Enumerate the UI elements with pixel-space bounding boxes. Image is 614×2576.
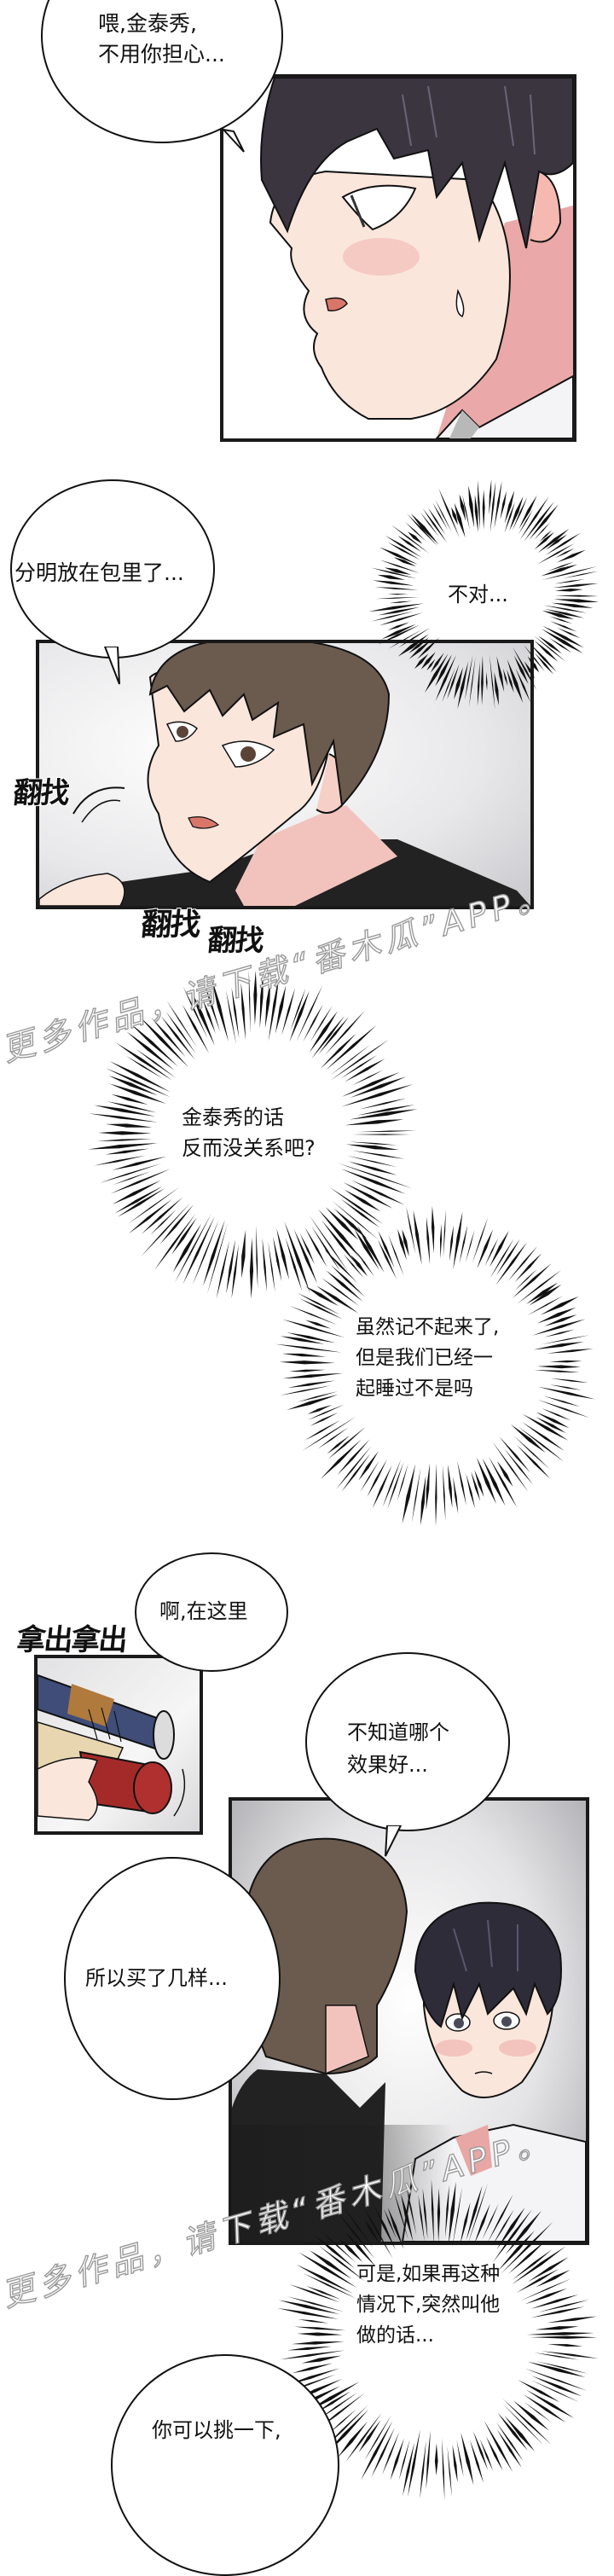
speech-bubble-2-tail (103, 647, 120, 685)
sound-effect-rummage-1: 翻找 (11, 776, 70, 810)
speech-bubble-4-text: 不知道哪个 效果好... (347, 1720, 449, 1777)
speech-bubble-2-text: 分明放在包里了... (14, 560, 184, 585)
speech-bubble-6-text: 你可以挑一下, (152, 2418, 281, 2442)
thought-burst-1 (364, 475, 603, 714)
speech-bubble-3 (135, 1552, 288, 1672)
speech-bubble-4-tail (385, 1825, 403, 1857)
speech-bubble-5-text: 所以买了几样... (85, 1966, 228, 1990)
two-characters-illustration (232, 1837, 586, 2242)
character-profile-illustration (223, 78, 573, 438)
speech-bubble-1-text: 喂,金泰秀, 不用你担心... (98, 11, 225, 67)
brown-hair-character-illustration (39, 643, 530, 906)
speech-bubble-3-text: 啊,在这里 (159, 1599, 248, 1623)
thought-burst-1-text: 不对... (448, 583, 508, 606)
thought-burst-3-text: 虽然记不起来了, 但是我们已经一 起睡过不是吗 (356, 1316, 500, 1400)
products-cans-illustration (38, 1674, 186, 1821)
thought-burst-2-text: 金泰秀的话 反而没关系吧? (182, 1105, 316, 1160)
speech-bubble-4 (305, 1652, 510, 1831)
speech-bubble-1-tail (221, 128, 245, 153)
thought-burst-4-text: 可是,如果再这种 情况下,突然叫他 做的话... (356, 2263, 501, 2347)
sound-effect-rummage-2: 翻找 (139, 908, 201, 943)
thought-burst-2 (83, 964, 424, 1305)
panel-3-products-in-hand (34, 1655, 203, 1835)
thought-burst-3 (271, 1198, 604, 1531)
sound-effect-take-out: 拿出拿出 (14, 1623, 128, 1657)
speed-lines-burst-icon (275, 1205, 595, 1527)
panel-1-dark-hair-profile (220, 74, 576, 442)
speech-bubble-5 (64, 1857, 281, 2100)
panel-2-brown-hair-searching (36, 640, 534, 909)
speed-lines-burst-icon (368, 479, 600, 710)
speech-bubble-2 (10, 479, 215, 659)
speech-bubble-6 (111, 2354, 339, 2576)
speed-lines-burst-icon (88, 969, 418, 1299)
